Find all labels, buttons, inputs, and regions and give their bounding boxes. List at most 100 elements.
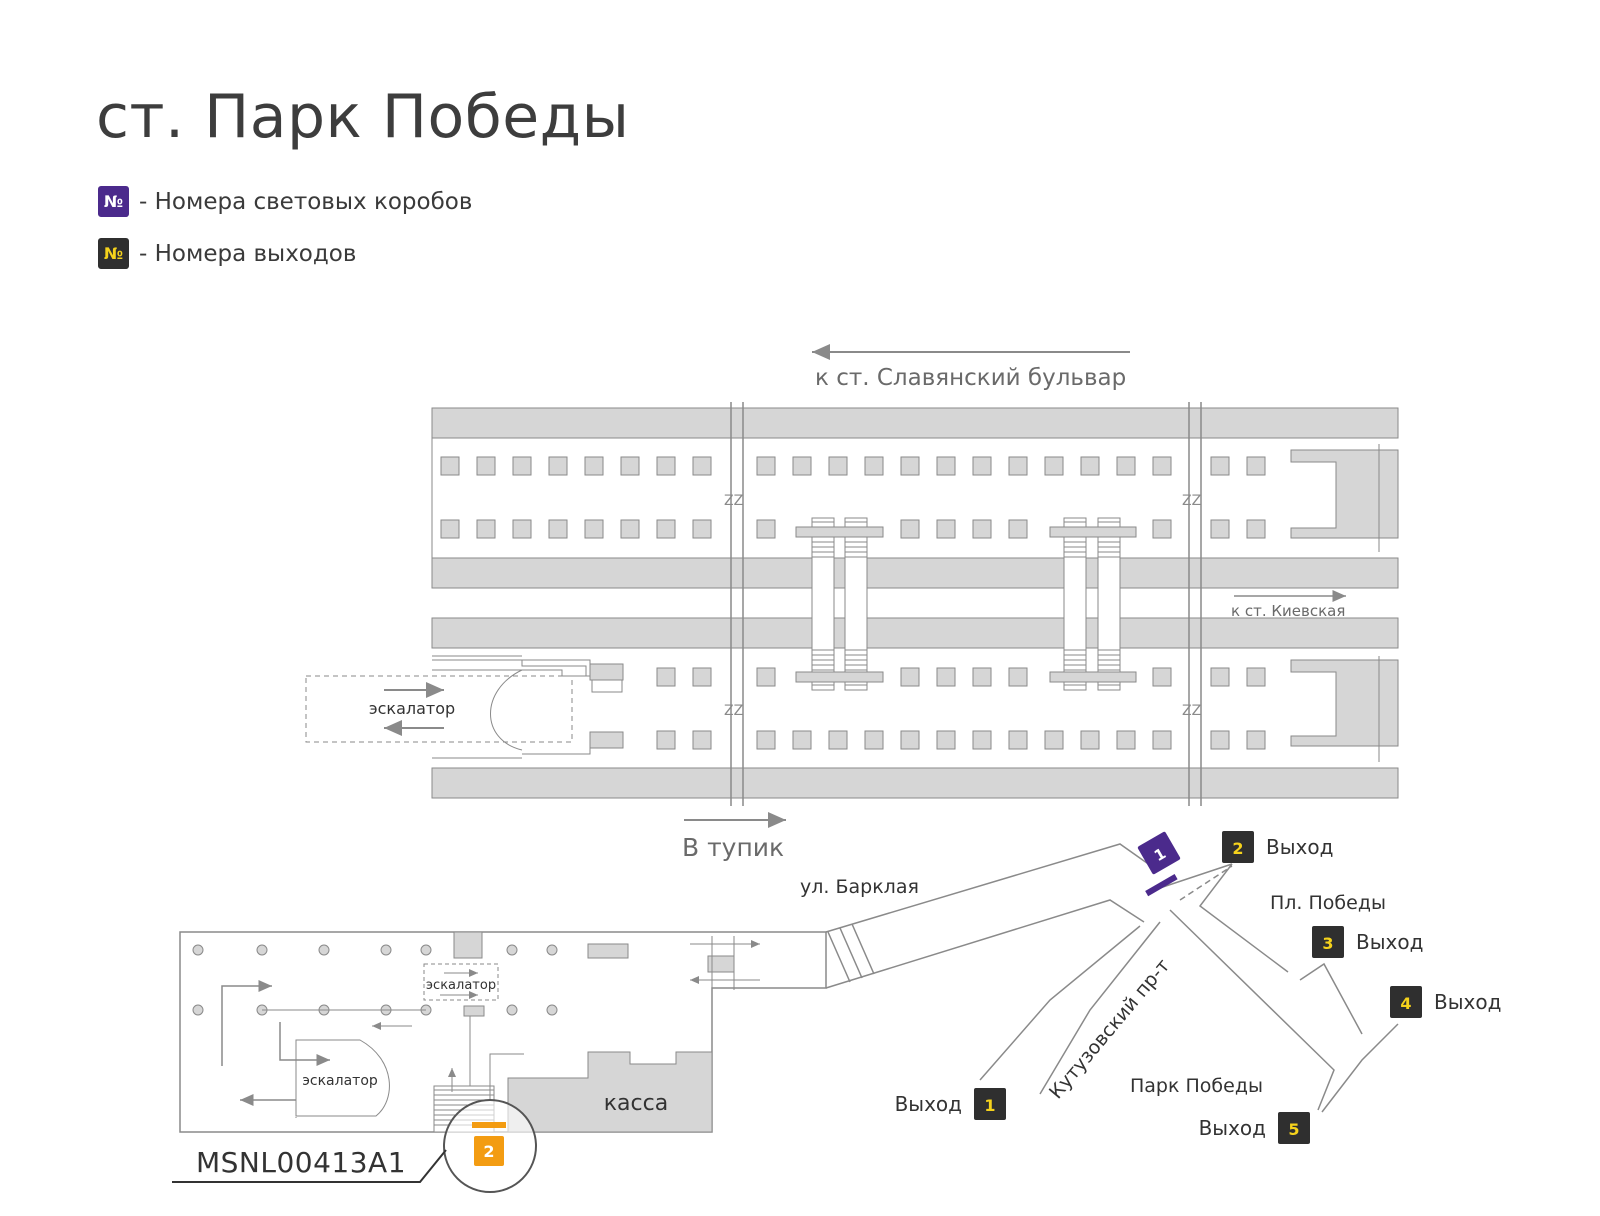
lightbox-code: MSNL00413A1 bbox=[196, 1146, 406, 1179]
column bbox=[1152, 730, 1172, 750]
svg-text:3: 3 bbox=[1322, 934, 1333, 953]
exit-5: 5 Выход bbox=[1199, 1112, 1310, 1144]
stair bbox=[811, 517, 835, 691]
exit-label: Выход bbox=[1199, 1116, 1266, 1140]
page-title: ст. Парк Победы bbox=[96, 82, 630, 152]
exit-label: Выход bbox=[1266, 835, 1333, 859]
column bbox=[1152, 456, 1172, 476]
column bbox=[1210, 730, 1230, 750]
column bbox=[1044, 730, 1064, 750]
platform-stairs bbox=[795, 517, 1137, 691]
exit-legend-badge: № bbox=[98, 238, 129, 269]
svg-text:5: 5 bbox=[1288, 1120, 1299, 1139]
column bbox=[756, 456, 776, 476]
column bbox=[972, 667, 992, 687]
column bbox=[656, 667, 676, 687]
column bbox=[548, 456, 568, 476]
lightbox-number: 2 bbox=[483, 1142, 494, 1161]
column bbox=[936, 667, 956, 687]
pillar bbox=[420, 944, 432, 956]
street-label: Парк Победы bbox=[1130, 1075, 1263, 1097]
column bbox=[1116, 730, 1136, 750]
column bbox=[828, 456, 848, 476]
street-label: ул. Барклая bbox=[800, 876, 919, 898]
escalator-label: эскалатор bbox=[369, 699, 455, 718]
column bbox=[692, 667, 712, 687]
column bbox=[1152, 519, 1172, 539]
stair bbox=[844, 517, 868, 691]
svg-text:1: 1 bbox=[984, 1096, 995, 1115]
escalator-label: эскалатор bbox=[302, 1073, 378, 1089]
column bbox=[1080, 456, 1100, 476]
column bbox=[972, 456, 992, 476]
column bbox=[936, 730, 956, 750]
svg-text:ZZ: ZZ bbox=[724, 493, 743, 509]
legend-exits: № - Номера выходов bbox=[98, 238, 356, 269]
legend-text: - Номера световых коробов bbox=[139, 188, 473, 215]
column bbox=[1044, 456, 1064, 476]
pillar bbox=[546, 1004, 558, 1016]
column bbox=[900, 730, 920, 750]
column bbox=[440, 519, 460, 539]
column bbox=[1246, 456, 1266, 476]
legend-lightboxes: № - Номера световых коробов bbox=[98, 186, 472, 217]
column bbox=[900, 519, 920, 539]
exit-label: Выход bbox=[1356, 930, 1423, 954]
column bbox=[900, 667, 920, 687]
column bbox=[656, 730, 676, 750]
column bbox=[1210, 519, 1230, 539]
column bbox=[864, 730, 884, 750]
direction-dead-end: В тупик bbox=[682, 812, 786, 862]
column bbox=[548, 519, 568, 539]
column bbox=[756, 519, 776, 539]
exit-4: 4 Выход bbox=[1390, 986, 1501, 1018]
column bbox=[1008, 519, 1028, 539]
column bbox=[512, 456, 532, 476]
lightbox-1: 1 bbox=[1137, 831, 1181, 897]
column bbox=[936, 519, 956, 539]
column bbox=[1246, 667, 1266, 687]
stair bbox=[1097, 517, 1121, 691]
column bbox=[792, 730, 812, 750]
upper-platform bbox=[431, 407, 1399, 589]
lightbox-2-highlight: 2 MSNL00413A1 bbox=[172, 1099, 537, 1193]
pillar bbox=[506, 944, 518, 956]
column bbox=[756, 667, 776, 687]
column bbox=[512, 519, 532, 539]
pillar bbox=[506, 1004, 518, 1016]
pillar bbox=[256, 944, 268, 956]
column bbox=[1246, 519, 1266, 539]
svg-text:4: 4 bbox=[1400, 994, 1411, 1013]
legend-text: - Номера выходов bbox=[139, 240, 357, 267]
street-label: Пл. Победы bbox=[1270, 892, 1386, 914]
column bbox=[1008, 456, 1028, 476]
column bbox=[756, 730, 776, 750]
column bbox=[936, 456, 956, 476]
passages bbox=[825, 843, 1399, 1113]
column bbox=[692, 519, 712, 539]
column bbox=[1210, 456, 1230, 476]
pillar bbox=[546, 944, 558, 956]
column bbox=[1152, 667, 1172, 687]
column bbox=[1246, 730, 1266, 750]
column bbox=[692, 456, 712, 476]
column bbox=[1210, 667, 1230, 687]
column bbox=[828, 730, 848, 750]
direction-slavyansky: к ст. Славянский бульвар bbox=[812, 344, 1130, 391]
exit-1: 1 Выход bbox=[895, 1088, 1006, 1120]
column bbox=[1008, 730, 1028, 750]
direction-label: к ст. Славянский бульвар bbox=[815, 365, 1126, 391]
column bbox=[656, 519, 676, 539]
column bbox=[792, 456, 812, 476]
exit-3: 3 Выход bbox=[1312, 926, 1423, 958]
column bbox=[584, 456, 604, 476]
column bbox=[620, 456, 640, 476]
column bbox=[1080, 730, 1100, 750]
column bbox=[1116, 456, 1136, 476]
exit-label: Выход bbox=[895, 1092, 962, 1116]
pillar bbox=[380, 944, 392, 956]
escalator-label: эскалатор bbox=[426, 978, 496, 993]
direction-kievskaya: к ст. Киевская bbox=[1231, 590, 1346, 620]
column bbox=[476, 456, 496, 476]
